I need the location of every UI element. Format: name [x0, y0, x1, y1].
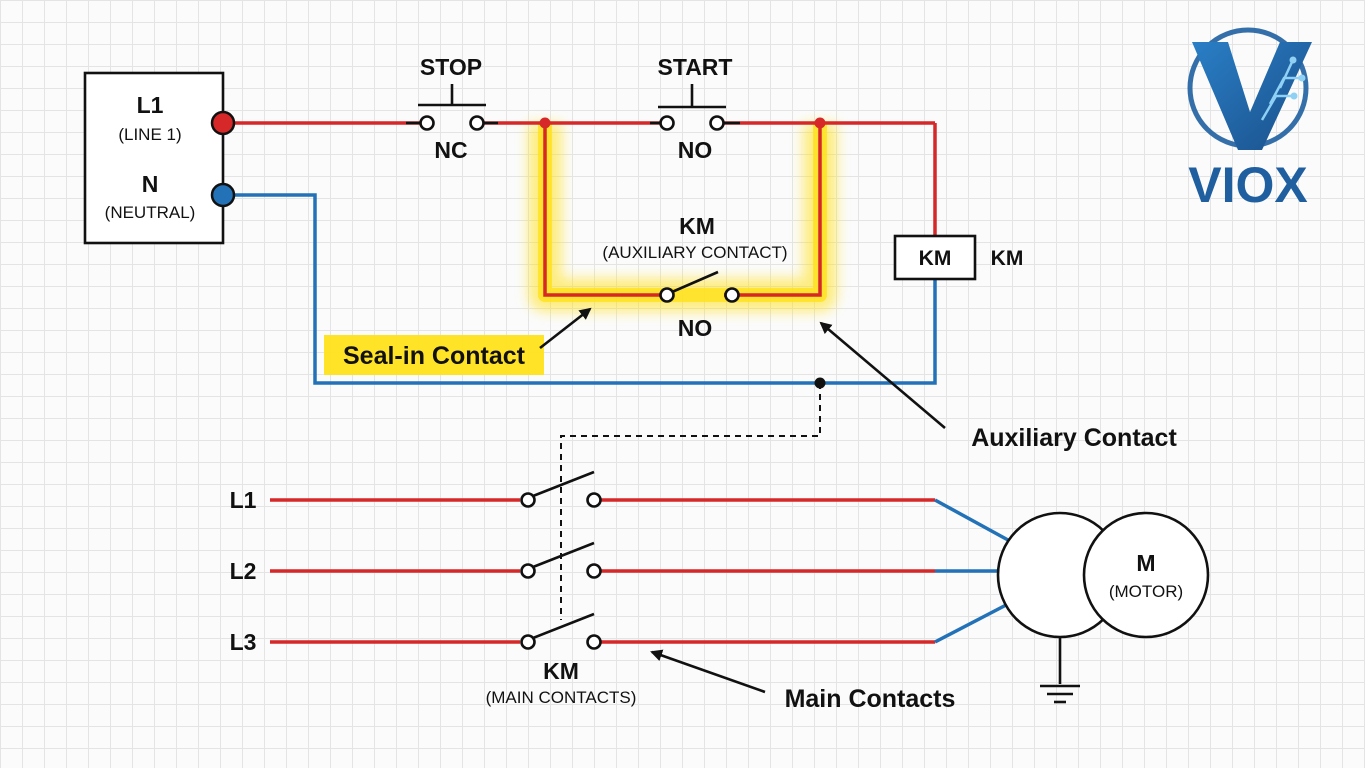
- line-terminal: [210, 110, 236, 136]
- power-source-box: L1 (LINE 1) N (NEUTRAL): [83, 71, 225, 245]
- main-contact-2: [520, 541, 602, 579]
- coil-box-label: KM: [919, 247, 952, 270]
- mechanical-link: [560, 383, 821, 620]
- control-neutral-wiring: [235, 193, 937, 385]
- control-line-wiring: [235, 121, 937, 297]
- viox-logo: VIOX: [1187, 27, 1312, 213]
- km-coil: KM KM: [893, 234, 1024, 281]
- power-circuit: L1 L2 L3 KM (MAIN CONTACTS): [230, 470, 1009, 707]
- motor-sublabel: (MOTOR): [1109, 582, 1183, 601]
- main-contact-1: [520, 470, 602, 508]
- stop-button-symbol: STOP NC: [406, 54, 498, 163]
- main-text: Main Contacts: [785, 685, 956, 713]
- aux-type-label: NO: [678, 315, 713, 341]
- start-label: START: [658, 54, 733, 80]
- power-line-l1: L1: [230, 487, 257, 513]
- main-sublabel: (MAIN CONTACTS): [486, 688, 637, 707]
- stop-type-label: NC: [434, 137, 467, 163]
- coil-side-label: KM: [991, 247, 1024, 270]
- aux-sublabel: (AUXILIARY CONTACT): [602, 243, 787, 262]
- aux-km-label: KM: [679, 213, 715, 239]
- junction-dot: [814, 117, 826, 129]
- line-sublabel: (LINE 1): [118, 125, 181, 144]
- auxiliary-text: Auxiliary Contact: [971, 424, 1177, 452]
- start-button-symbol: START NO: [650, 54, 740, 163]
- aux-contact-symbol: KM (AUXILIARY CONTACT) NO: [602, 213, 787, 341]
- motor-label: M: [1136, 550, 1155, 576]
- auxiliary-callout: Auxiliary Contact: [819, 321, 1177, 452]
- logo-text: VIOX: [1188, 157, 1307, 213]
- main-km-label: KM: [543, 658, 579, 684]
- start-type-label: NO: [678, 137, 713, 163]
- main-contact-3: [520, 612, 602, 650]
- seal-in-text: Seal-in Contact: [343, 342, 526, 370]
- power-line-l3: L3: [230, 629, 257, 655]
- neutral-terminal: [210, 182, 236, 208]
- logo-v-mark: [1192, 42, 1312, 150]
- neutral-sublabel: (NEUTRAL): [105, 203, 196, 222]
- line-label: L1: [137, 92, 164, 118]
- neutral-label: N: [142, 171, 159, 197]
- seal-in-callout: Seal-in Contact: [324, 307, 592, 375]
- motor-symbol: M (MOTOR): [996, 511, 1210, 704]
- stop-label: STOP: [420, 54, 482, 80]
- power-line-l2: L2: [230, 558, 257, 584]
- junction-dot: [539, 117, 551, 129]
- main-callout: Main Contacts: [650, 649, 956, 713]
- logo-circuit-traces: [1260, 61, 1300, 121]
